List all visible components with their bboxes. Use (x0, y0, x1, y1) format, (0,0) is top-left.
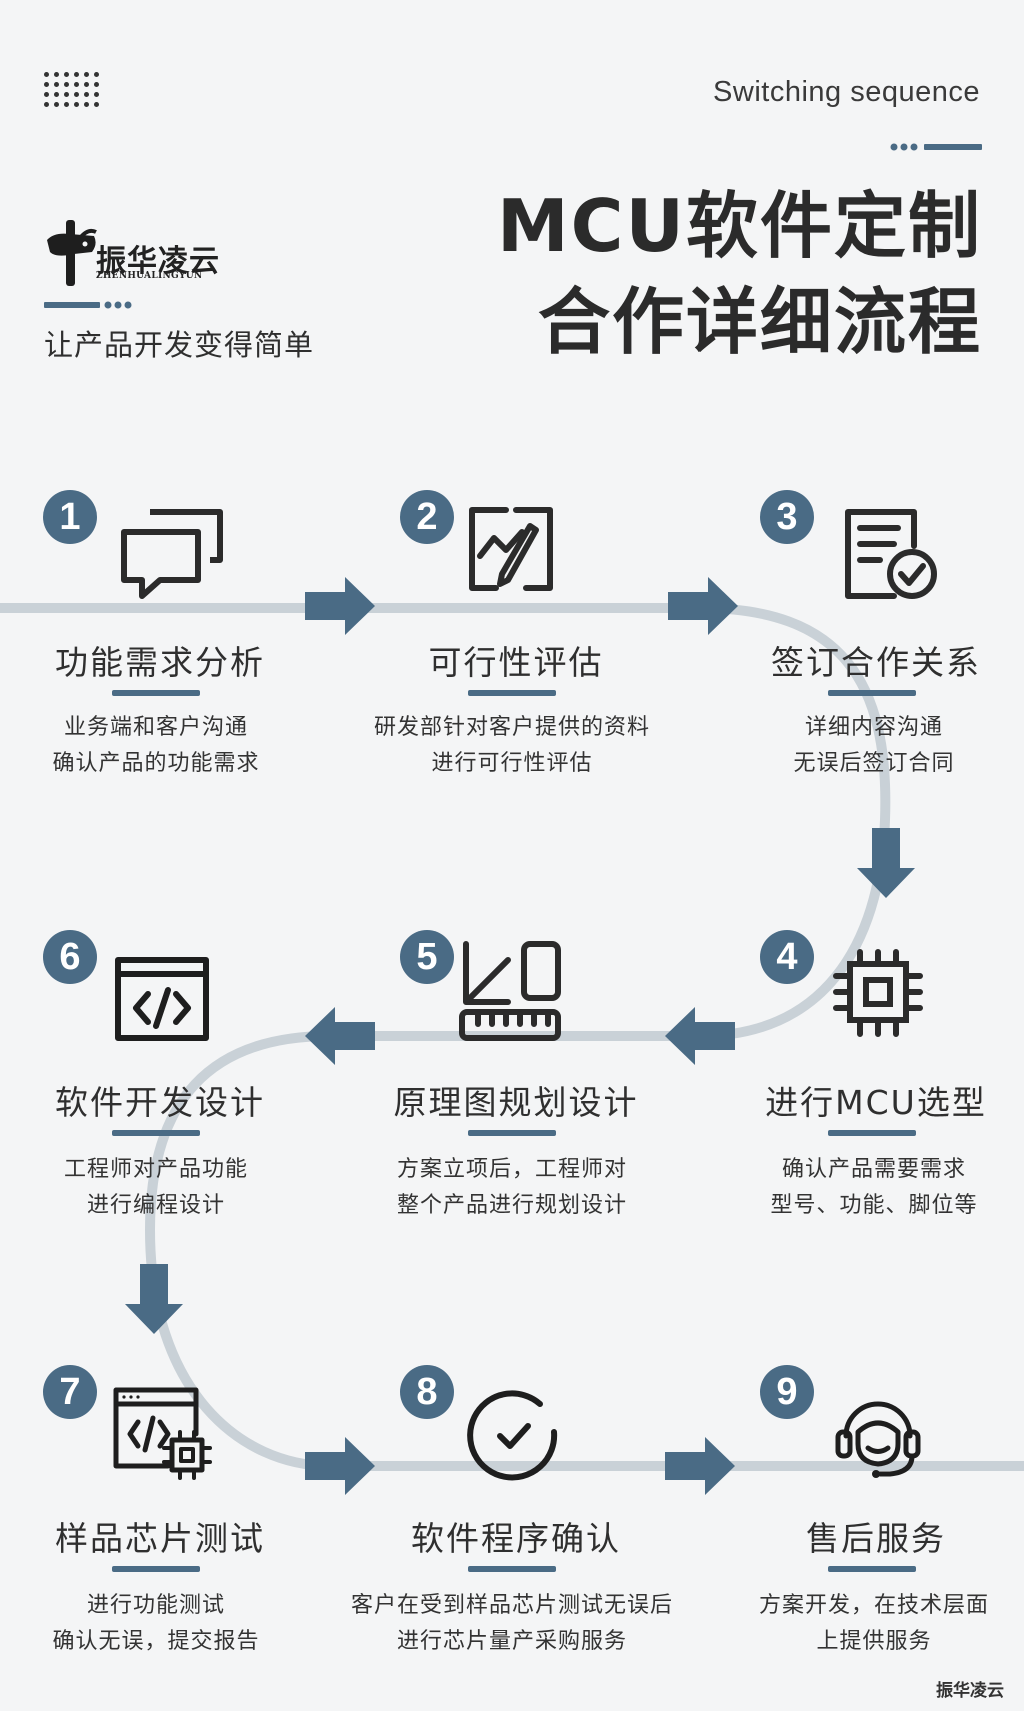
step-title: 原理图规划设计 (393, 1083, 639, 1122)
subtitle-en: Switching sequence (713, 76, 980, 108)
dots-grid-icon (44, 72, 102, 112)
step-badge: 6 (43, 930, 97, 984)
arrow-down-1 (857, 828, 915, 898)
brand-name-en: ZHENHUALINGYUN (96, 271, 203, 281)
flow-arrows (125, 577, 915, 1495)
step-divider (468, 1130, 556, 1136)
ruler-design-icon (459, 941, 561, 1041)
step-divider (468, 1566, 556, 1572)
header-divider (890, 143, 982, 151)
step-badge: 9 (760, 1365, 814, 1419)
brand-logo-icon (47, 220, 97, 286)
code-chip-icon (113, 1387, 212, 1480)
step-desc: 方案开发，在技术层面上提供服务 (758, 1593, 989, 1654)
arrow-left-1 (665, 1007, 735, 1065)
step-badge: 3 (760, 490, 814, 544)
step-desc: 进行功能测试确认无误，提交报告 (52, 1593, 260, 1654)
step-desc: 确认产品需要需求型号、功能、脚位等 (770, 1157, 978, 1218)
step-divider (112, 1130, 200, 1136)
step-desc: 详细内容沟通无误后签订合同 (793, 715, 955, 776)
arrow-down-2 (125, 1264, 183, 1334)
step-divider (112, 1566, 200, 1572)
step-divider (828, 690, 916, 696)
step-desc: 客户在受到样品芯片测试无误后进行芯片量产采购服务 (350, 1593, 673, 1654)
document-check-icon (845, 509, 937, 599)
step-badge: 2 (400, 490, 454, 544)
arrow-right-3 (305, 1437, 375, 1495)
step-badge: 8 (400, 1365, 454, 1419)
step-desc: 业务端和客户沟通确认产品的功能需求 (52, 715, 260, 776)
edit-chart-icon (469, 507, 553, 591)
step-title: 软件开发设计 (55, 1083, 265, 1122)
step-desc: 方案立项后，工程师对整个产品进行规划设计 (396, 1157, 627, 1218)
headset-support-icon (835, 1401, 921, 1478)
page-title-line1: MCU软件定制 (497, 184, 982, 268)
chat-bubbles-icon (121, 509, 223, 599)
code-window-icon (115, 957, 209, 1041)
chip-icon (833, 949, 923, 1037)
step-badge: 1 (43, 490, 97, 544)
slogan: 让产品开发变得简单 (44, 328, 315, 362)
arrow-right-4 (665, 1437, 735, 1495)
page-title-line2: 合作详细流程 (537, 280, 982, 364)
step-divider (468, 690, 556, 696)
step-divider (828, 1566, 916, 1572)
brand-divider (44, 301, 132, 309)
step-title: 进行MCU选型 (765, 1083, 987, 1122)
step-badge: 5 (400, 930, 454, 984)
step-desc: 工程师对产品功能进行编程设计 (63, 1157, 248, 1218)
step-badge: 7 (43, 1365, 97, 1419)
arrow-right-2 (668, 577, 738, 635)
step-title: 售后服务 (806, 1519, 946, 1558)
brand-name: 振华凌云 (96, 244, 220, 279)
step-divider (112, 690, 200, 696)
arrow-left-2 (305, 1007, 375, 1065)
step-desc: 研发部针对客户提供的资料进行可行性评估 (373, 715, 650, 776)
step-title: 签订合作关系 (771, 643, 981, 682)
arrow-right-1 (305, 577, 375, 635)
step-title: 功能需求分析 (55, 643, 265, 682)
check-circle-icon (467, 1390, 558, 1481)
step-badge: 4 (760, 930, 814, 984)
step-title: 可行性评估 (428, 643, 604, 682)
step-divider (828, 1130, 916, 1136)
step-title: 软件程序确认 (411, 1519, 621, 1558)
watermark: 振华凌云 (936, 1681, 1004, 1701)
step-title: 样品芯片测试 (55, 1519, 265, 1558)
